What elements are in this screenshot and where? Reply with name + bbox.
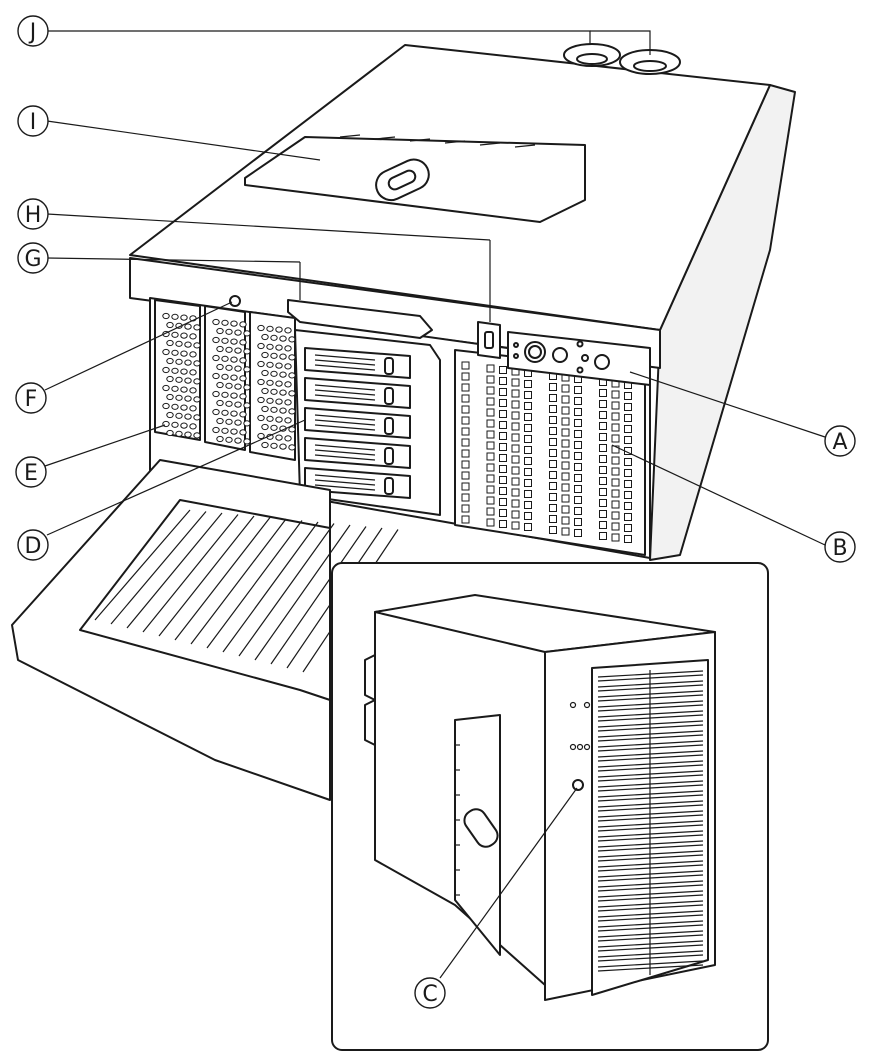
tower-side-latch — [454, 714, 501, 956]
status-indicator — [477, 321, 501, 359]
rear-fans — [563, 43, 681, 75]
svg-text:A: A — [832, 430, 847, 455]
svg-text:B: B — [832, 536, 847, 561]
svg-text:I: I — [30, 110, 37, 135]
top-panel-vent-slots — [339, 134, 536, 148]
callout-g: G — [17, 242, 49, 274]
svg-text:H: H — [25, 203, 42, 228]
callouts: J I H G F E D A — [15, 15, 856, 1009]
front-door-open — [11, 459, 399, 801]
svg-text:D: D — [25, 534, 42, 559]
callout-b: B — [824, 531, 856, 563]
callout-f: F — [15, 382, 47, 414]
front-door-inner-panel — [79, 499, 331, 701]
bezel-label-slot — [287, 299, 433, 339]
callout-e: E — [15, 456, 47, 488]
callout-c: C — [414, 977, 446, 1009]
front-vent-grille — [454, 349, 646, 556]
svg-text:J: J — [28, 20, 37, 45]
tower-rear-fans — [364, 654, 376, 746]
svg-text:C: C — [422, 982, 437, 1007]
callout-a: A — [824, 425, 856, 457]
perforated-bay-covers — [154, 299, 296, 461]
svg-text:G: G — [24, 247, 41, 272]
tower-inset — [331, 562, 769, 1051]
bezel-lock — [229, 295, 241, 307]
callout-h: H — [17, 198, 49, 230]
callout-d: D — [17, 529, 49, 561]
top-panel-latch — [375, 158, 430, 202]
control-panel — [507, 331, 651, 386]
leader-lines — [44, 30, 826, 979]
tower-front-indicators — [569, 701, 591, 791]
tower-grille-slots — [597, 670, 704, 975]
svg-text:F: F — [25, 387, 38, 412]
callout-j: J — [17, 15, 49, 47]
callout-i: I — [17, 105, 49, 137]
server-main-view — [129, 43, 796, 561]
hard-drive-cage — [294, 329, 441, 516]
front-door-ribs — [94, 509, 399, 673]
svg-text:E: E — [24, 461, 38, 486]
